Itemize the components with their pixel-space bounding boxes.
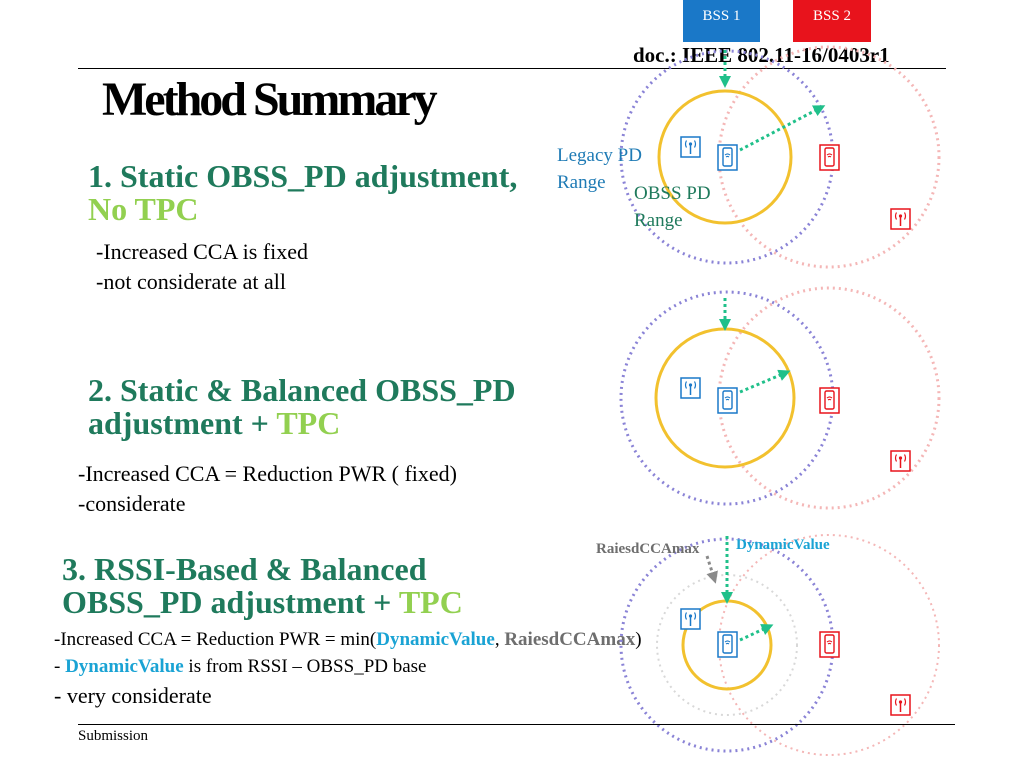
obss-pd-range-ring <box>657 89 793 225</box>
method-3-bullet-1-end: ) <box>635 629 642 650</box>
method-3-heading-main: OBSS_PD adjustment + <box>62 584 399 620</box>
method-3-bullet-2: - DynamicValue is from RSSI – OBSS_PD ba… <box>54 652 427 682</box>
method-2-bullets: -Increased CCA = Reduction PWR ( fixed) … <box>78 459 457 519</box>
page-title: Method Summary <box>102 73 438 126</box>
bss2-range-ring <box>717 45 941 269</box>
method-3-heading-line2: OBSS_PD adjustment + TPC <box>62 586 463 619</box>
phone-icon <box>819 631 840 658</box>
obss-pd-range-label: OBSS PD Range <box>634 180 711 234</box>
method-3-bullet-3: - very considerate <box>54 683 212 708</box>
access-point-icon <box>680 608 701 630</box>
method-3-bullet-1-text: -Increased CCA = Reduction PWR = min( <box>54 629 377 650</box>
bss2-range-ring <box>717 286 941 510</box>
access-point-icon <box>890 450 911 472</box>
bss2-tag: BSS 2 <box>793 0 871 42</box>
method-2-heading-highlight: TPC <box>276 405 341 441</box>
bottom-divider <box>78 724 955 725</box>
dynamic-value-label: DynamicValue <box>736 537 830 553</box>
method-1-heading-main: 1. Static OBSS_PD adjustment, <box>88 158 518 194</box>
raised-cca-max-label: RaiesdCCAmax <box>596 541 700 557</box>
legacy-pd-label-line2: Range <box>557 172 606 193</box>
method-3-bullet-2-prefix: - <box>54 656 66 677</box>
phone-icon <box>717 631 738 658</box>
raised-cca-max-keyword: RaiesdCCAmax <box>504 629 636 650</box>
method-2-bullet: -considerate <box>78 491 186 516</box>
access-point-icon <box>680 377 701 399</box>
coverage-arrow <box>739 369 791 394</box>
scenario-3-diagram <box>619 534 940 756</box>
footer-label: Submission <box>78 728 149 744</box>
coverage-arrow <box>739 624 774 642</box>
method-2-heading-line2: adjustment + TPC <box>88 407 516 440</box>
phone-icon <box>819 144 840 171</box>
dynamic-value-keyword: DynamicValue <box>376 629 495 650</box>
method-1-heading: 1. Static OBSS_PD adjustment, No TPC <box>88 160 517 226</box>
access-point-icon <box>680 136 701 158</box>
raised-cca-ring <box>656 574 798 716</box>
scenario-1-diagram <box>619 45 941 269</box>
method-2-heading: 2. Static & Balanced OBSS_PD adjustment … <box>88 374 516 440</box>
method-3-heading-line1: 3. RSSI-Based & Balanced <box>62 551 427 587</box>
access-point-icon <box>890 694 911 716</box>
method-3-bullet-1: -Increased CCA = Reduction PWR = min(Dyn… <box>54 625 642 655</box>
method-1-bullet: -not considerate at all <box>96 269 286 294</box>
access-point-icon <box>890 208 911 230</box>
method-3-bullet-1-sep: , <box>494 629 505 650</box>
phone-icon <box>717 387 738 414</box>
obss-pd-label-line2: Range <box>634 210 683 231</box>
legacy-pd-range-label: Legacy PD Range <box>557 142 642 196</box>
bss2-range-ring <box>718 534 940 756</box>
method-1-bullet: -Increased CCA is fixed <box>96 239 308 264</box>
method-2-heading-main: adjustment + <box>88 405 277 441</box>
raised-cca-arrow <box>705 555 718 584</box>
top-divider <box>78 68 946 69</box>
method-2-bullet: -Increased CCA = Reduction PWR ( fixed) <box>78 461 457 486</box>
method-3-heading: 3. RSSI-Based & Balanced OBSS_PD adjustm… <box>62 553 463 619</box>
dynamic-value-keyword: DynamicValue <box>65 656 184 677</box>
bss1-tag: BSS 1 <box>683 0 760 42</box>
coverage-arrow <box>739 105 826 152</box>
method-1-heading-highlight: No TPC <box>88 191 199 227</box>
legacy-pd-label-line1: Legacy PD <box>557 145 642 166</box>
method-3-heading-highlight: TPC <box>398 584 463 620</box>
method-3-bullet-2-text: is from RSSI – OBSS_PD base <box>183 656 427 677</box>
obss-pd-label-line1: OBSS PD <box>634 183 711 204</box>
phone-icon <box>819 387 840 414</box>
method-1-bullets: -Increased CCA is fixed -not considerate… <box>96 237 308 297</box>
phone-icon <box>717 144 738 171</box>
method-2-heading-line1: 2. Static & Balanced OBSS_PD <box>88 372 516 408</box>
scenario-2-diagram <box>619 286 941 510</box>
